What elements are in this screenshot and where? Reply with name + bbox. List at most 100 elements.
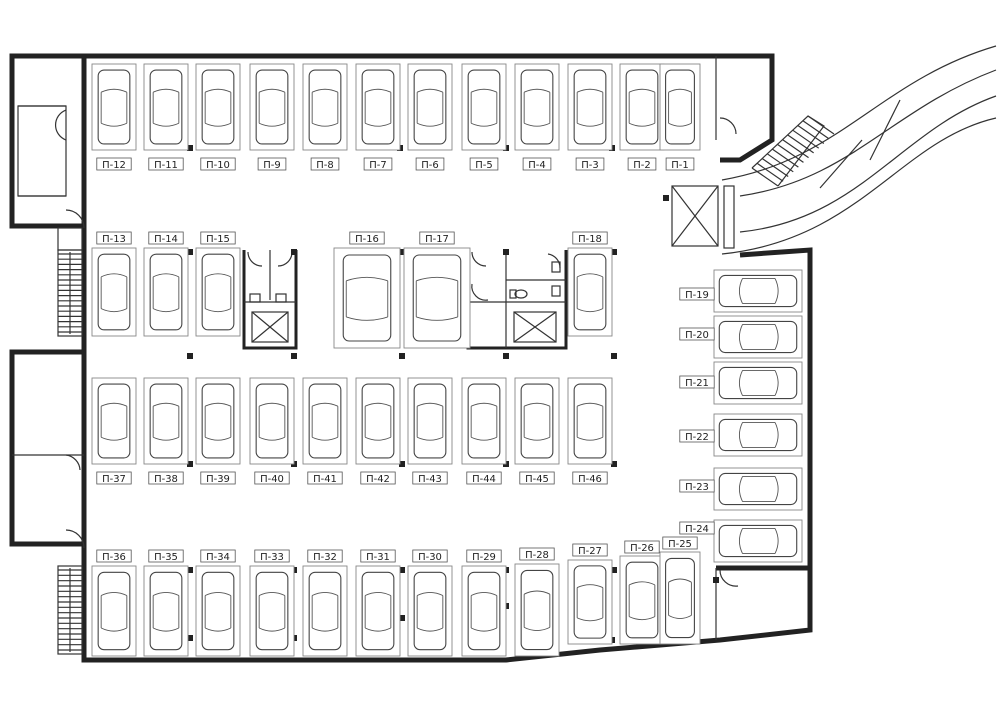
parking-space[interactable]: П-24 <box>679 519 803 563</box>
parking-space[interactable]: П-33 <box>249 549 295 657</box>
parking-space[interactable]: П-38 <box>143 377 189 485</box>
parking-space[interactable]: П-16 <box>333 231 401 349</box>
parking-space[interactable]: П-5 <box>461 63 507 171</box>
parking-space[interactable]: П-23 <box>679 467 803 511</box>
space-label: П-34 <box>200 549 236 563</box>
parking-space[interactable]: П-20 <box>679 315 803 359</box>
parking-space[interactable]: П-35 <box>143 549 189 657</box>
parking-space[interactable]: П-1 <box>659 63 701 171</box>
parking-space[interactable]: П-27 <box>567 543 613 645</box>
parking-space[interactable]: П-42 <box>355 377 401 485</box>
space-label: П-24 <box>679 521 715 535</box>
parking-space[interactable]: П-29 <box>461 549 507 657</box>
car-icon <box>149 383 183 459</box>
space-number: П-45 <box>525 474 549 485</box>
parking-space[interactable]: П-43 <box>407 377 453 485</box>
space-number: П-15 <box>206 234 230 245</box>
car-icon <box>97 571 131 651</box>
space-label: П-21 <box>679 375 715 389</box>
car-icon <box>573 565 607 639</box>
space-number: П-25 <box>668 539 692 550</box>
space-number: П-41 <box>313 474 337 485</box>
space-number: П-23 <box>685 482 709 493</box>
parking-space[interactable]: П-34 <box>195 549 241 657</box>
space-label: П-42 <box>360 471 396 485</box>
parking-space[interactable]: П-2 <box>619 63 665 171</box>
car-icon <box>467 571 501 651</box>
parking-space[interactable]: П-11 <box>143 63 189 171</box>
parking-space[interactable]: П-18 <box>567 231 613 337</box>
column <box>713 577 719 583</box>
column <box>503 353 509 359</box>
core-left <box>242 250 298 350</box>
parking-space[interactable]: П-10 <box>195 63 241 171</box>
car-icon <box>665 557 695 639</box>
ramp-gate <box>671 185 735 249</box>
parking-space[interactable]: П-40 <box>249 377 295 485</box>
car-icon <box>718 320 798 354</box>
parking-space[interactable]: П-32 <box>302 549 348 657</box>
space-number: П-8 <box>316 160 334 171</box>
parking-space[interactable]: П-12 <box>91 63 137 171</box>
space-number: П-32 <box>313 552 337 563</box>
parking-space[interactable]: П-37 <box>91 377 137 485</box>
car-icon <box>361 69 395 145</box>
parking-space[interactable]: П-26 <box>619 540 665 645</box>
space-label: П-23 <box>679 479 715 493</box>
space-label: П-29 <box>466 549 502 563</box>
parking-space[interactable]: П-39 <box>195 377 241 485</box>
parking-space[interactable]: П-41 <box>302 377 348 485</box>
car-icon <box>467 383 501 459</box>
column <box>399 353 405 359</box>
space-number: П-17 <box>425 234 449 245</box>
space-label: П-11 <box>148 157 184 171</box>
space-label: П-9 <box>257 157 287 171</box>
parking-space[interactable]: П-36 <box>91 549 137 657</box>
car-icon <box>308 383 342 459</box>
space-label: П-4 <box>522 157 552 171</box>
space-label: П-28 <box>519 547 555 561</box>
car-icon <box>413 69 447 145</box>
space-number: П-18 <box>578 234 602 245</box>
parking-space[interactable]: П-3 <box>567 63 613 171</box>
parking-space[interactable]: П-14 <box>143 231 189 337</box>
space-number: П-35 <box>154 552 178 563</box>
parking-space[interactable]: П-13 <box>91 231 137 337</box>
elevator-icon <box>251 311 289 343</box>
parking-space[interactable]: П-15 <box>195 231 241 337</box>
parking-space[interactable]: П-22 <box>679 413 803 457</box>
space-number: П-40 <box>260 474 284 485</box>
parking-space[interactable]: П-30 <box>407 549 453 657</box>
parking-space[interactable]: П-19 <box>679 269 803 313</box>
parking-space[interactable]: П-7 <box>355 63 401 171</box>
parking-space[interactable]: П-21 <box>679 361 803 405</box>
space-number: П-1 <box>671 160 689 171</box>
parking-space[interactable]: П-25 <box>659 536 701 645</box>
space-number: П-14 <box>154 234 178 245</box>
space-label: П-19 <box>679 287 715 301</box>
space-number: П-24 <box>685 524 709 535</box>
parking-space[interactable]: П-28 <box>514 547 560 657</box>
space-number: П-27 <box>578 546 602 557</box>
space-number: П-9 <box>263 160 281 171</box>
space-label: П-38 <box>148 471 184 485</box>
car-icon <box>718 274 798 308</box>
parking-space[interactable]: П-31 <box>355 549 401 657</box>
utility-room <box>17 105 67 197</box>
parking-space[interactable]: П-44 <box>461 377 507 485</box>
parking-space[interactable]: П-46 <box>567 377 613 485</box>
space-label: П-12 <box>96 157 132 171</box>
parking-space[interactable]: П-4 <box>514 63 560 171</box>
car-icon <box>718 524 798 558</box>
parking-space[interactable]: П-17 <box>403 231 471 349</box>
column <box>187 567 193 573</box>
car-icon <box>718 418 798 452</box>
parking-space[interactable]: П-8 <box>302 63 348 171</box>
parking-space[interactable]: П-9 <box>249 63 295 171</box>
parking-space[interactable]: П-45 <box>514 377 560 485</box>
parking-space[interactable]: П-6 <box>407 63 453 171</box>
space-label: П-22 <box>679 429 715 443</box>
car-icon <box>573 69 607 145</box>
door-swing <box>719 117 737 135</box>
